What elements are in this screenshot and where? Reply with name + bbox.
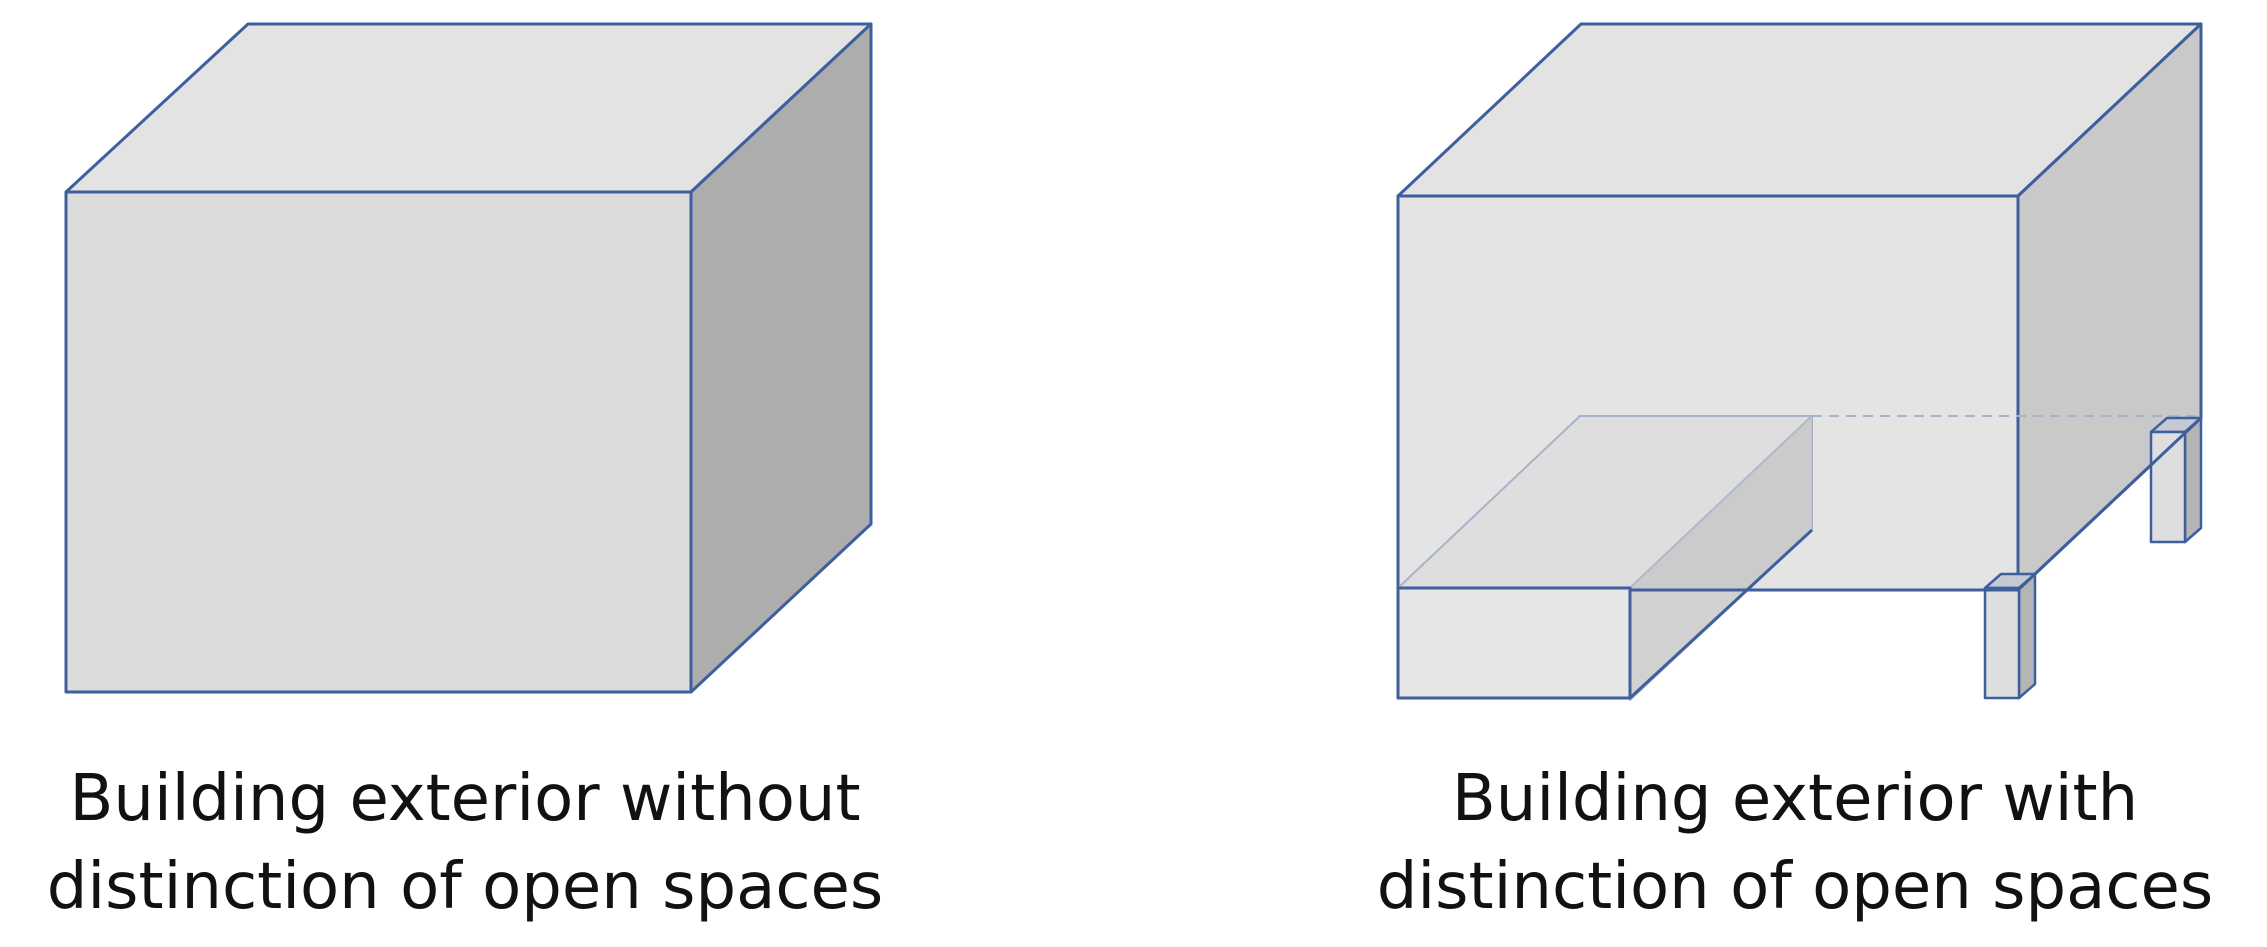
solid-building-block <box>64 22 873 694</box>
front-corner-pillar <box>1983 572 2037 700</box>
back-pillar-front <box>2149 430 2187 544</box>
caption-right-line-1: Building exterior with <box>1451 762 2139 836</box>
caption-right-line-2: distinction of open spaces <box>1376 850 2214 924</box>
caption-left-line-2: distinction of open spaces <box>46 850 884 924</box>
ground-block-side-face <box>1630 416 1812 698</box>
open-space-building <box>1396 22 2203 701</box>
caption-without-distinction: Building exterior without distinction of… <box>0 755 930 931</box>
back-corner-pillar <box>2149 416 2203 544</box>
front-pillar-side <box>2017 572 2037 700</box>
solid-block-front-face <box>64 190 693 694</box>
open-space-side-bottom-edge <box>2016 416 2203 592</box>
front-pillar-front <box>1983 586 2021 700</box>
caption-left-line-1: Building exterior without <box>69 762 861 836</box>
ground-block-front-face <box>1396 586 1632 700</box>
caption-with-distinction: Building exterior with distinction of op… <box>1330 755 2260 931</box>
enclosed-ground-block <box>1396 416 1814 700</box>
back-pillar-side <box>2183 416 2203 544</box>
ground-block-edge <box>1628 528 1814 700</box>
